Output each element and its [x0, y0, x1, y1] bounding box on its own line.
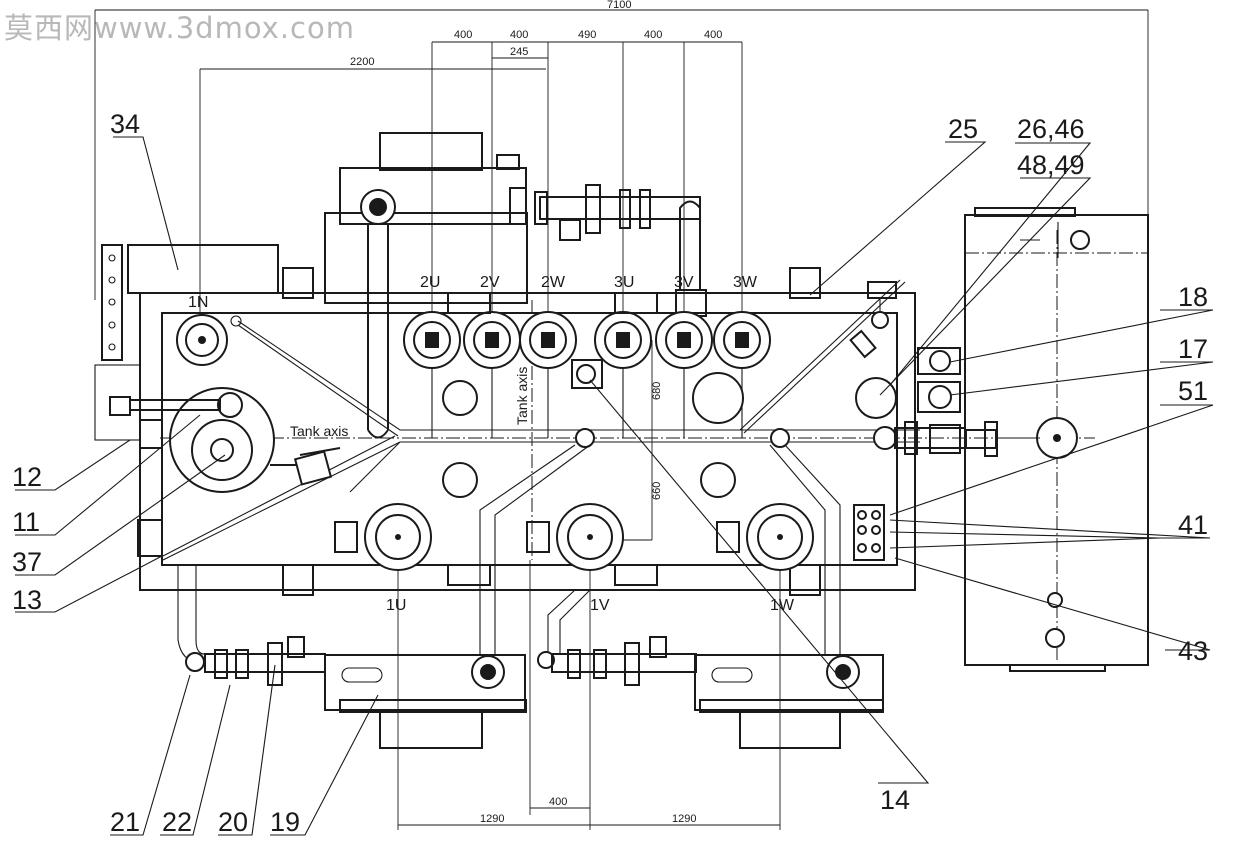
dim-490: 490 — [578, 29, 596, 41]
hv-bushing-labels: 2U 2V 2W 3U 3V 3W 1N — [188, 274, 758, 311]
callout-numbers: 34 25 26,46 48,49 18 17 51 41 43 14 12 1… — [12, 109, 1208, 837]
buchholz-assembly-11 — [109, 387, 341, 493]
bushing-3u — [594, 311, 652, 369]
callout-43: 43 — [1178, 636, 1208, 666]
bushing-2v — [463, 311, 521, 369]
bushing-3v — [655, 311, 713, 369]
callout-37: 37 — [12, 547, 42, 577]
callout-21: 21 — [110, 807, 140, 837]
bushing-2u — [403, 311, 461, 369]
watermark-text: 莫西网www.3dmox.com — [4, 11, 355, 45]
leader-lines — [15, 136, 1214, 836]
right-side-panel — [964, 207, 1149, 672]
pressure-switch-18-17 — [917, 347, 961, 413]
right-pipe-valves — [894, 421, 1040, 457]
bottom-pipes — [177, 444, 841, 663]
label-1v: 1V — [590, 597, 610, 614]
callout-26-46: 26,46 — [1017, 114, 1085, 144]
callout-22: 22 — [162, 807, 192, 837]
callout-51: 51 — [1178, 376, 1208, 406]
callout-41: 41 — [1178, 510, 1208, 540]
dim-400-d: 400 — [704, 29, 722, 41]
dim-680: 680 — [651, 382, 663, 400]
dim-660: 660 — [651, 482, 663, 500]
label-2w: 2W — [541, 274, 566, 291]
callout-13: 13 — [12, 585, 42, 615]
cable-routes — [162, 279, 920, 561]
bushing-1n — [176, 314, 242, 366]
control-cabinet-34 — [127, 244, 279, 294]
lv-bushing-labels: 1U 1V 1W — [386, 597, 795, 614]
dim-1290-right: 1290 — [672, 813, 696, 825]
callout-18: 18 — [1178, 282, 1208, 312]
callout-25: 25 — [948, 114, 978, 144]
label-3v: 3V — [674, 274, 694, 291]
bottom-cooler-left — [324, 654, 527, 749]
callout-34: 34 — [110, 109, 140, 139]
dim-2200: 2200 — [350, 56, 374, 68]
label-2v: 2V — [480, 274, 500, 291]
lv-bushing-row — [334, 503, 814, 571]
bushing-2w — [519, 311, 577, 369]
callout-20: 20 — [218, 807, 248, 837]
dimension-lines — [94, 9, 1149, 830]
label-3u: 3U — [614, 274, 634, 291]
label-1u: 1U — [386, 597, 406, 614]
dim-400-a: 400 — [454, 29, 472, 41]
dim-1290-left: 1290 — [480, 813, 504, 825]
bottom-cooler-right — [694, 654, 884, 749]
bushing-3w — [713, 311, 771, 369]
callout-17: 17 — [1178, 334, 1208, 364]
lifting-lugs — [282, 267, 897, 596]
callout-48-49: 48,49 — [1017, 150, 1085, 180]
dim-overall-width: 7100 — [607, 0, 631, 11]
tank-axis-label-vertical: Tank axis — [514, 367, 530, 425]
callout-14: 14 — [880, 785, 910, 815]
hv-bushing-row — [403, 311, 771, 438]
dim-400-bottom: 400 — [549, 796, 567, 808]
bushing-1u — [334, 503, 432, 571]
callout-19: 19 — [270, 807, 300, 837]
bottom-pipe-valves — [185, 636, 697, 686]
inspection-covers — [442, 372, 744, 498]
temperature-indicator — [849, 298, 897, 419]
pressure-relief-14 — [571, 359, 603, 389]
label-1n: 1N — [188, 294, 208, 311]
tank-axis-label-horizontal: Tank axis — [290, 423, 348, 439]
bushing-1v — [526, 503, 624, 571]
label-3w: 3W — [733, 274, 758, 291]
dim-245: 245 — [510, 46, 528, 58]
top-pipe-assembly — [534, 184, 707, 317]
terminal-group-41 — [853, 504, 885, 561]
axis-elbows — [575, 426, 897, 450]
dimension-texts: 7100 2200 400 400 245 490 400 400 680 66… — [350, 0, 722, 825]
dim-400-b: 400 — [510, 29, 528, 41]
top-cooler-unit — [324, 132, 528, 439]
dim-400-c: 400 — [644, 29, 662, 41]
bushing-1w — [716, 503, 814, 571]
callout-12: 12 — [12, 462, 42, 492]
callout-11: 11 — [12, 507, 40, 537]
label-2u: 2U — [420, 274, 440, 291]
